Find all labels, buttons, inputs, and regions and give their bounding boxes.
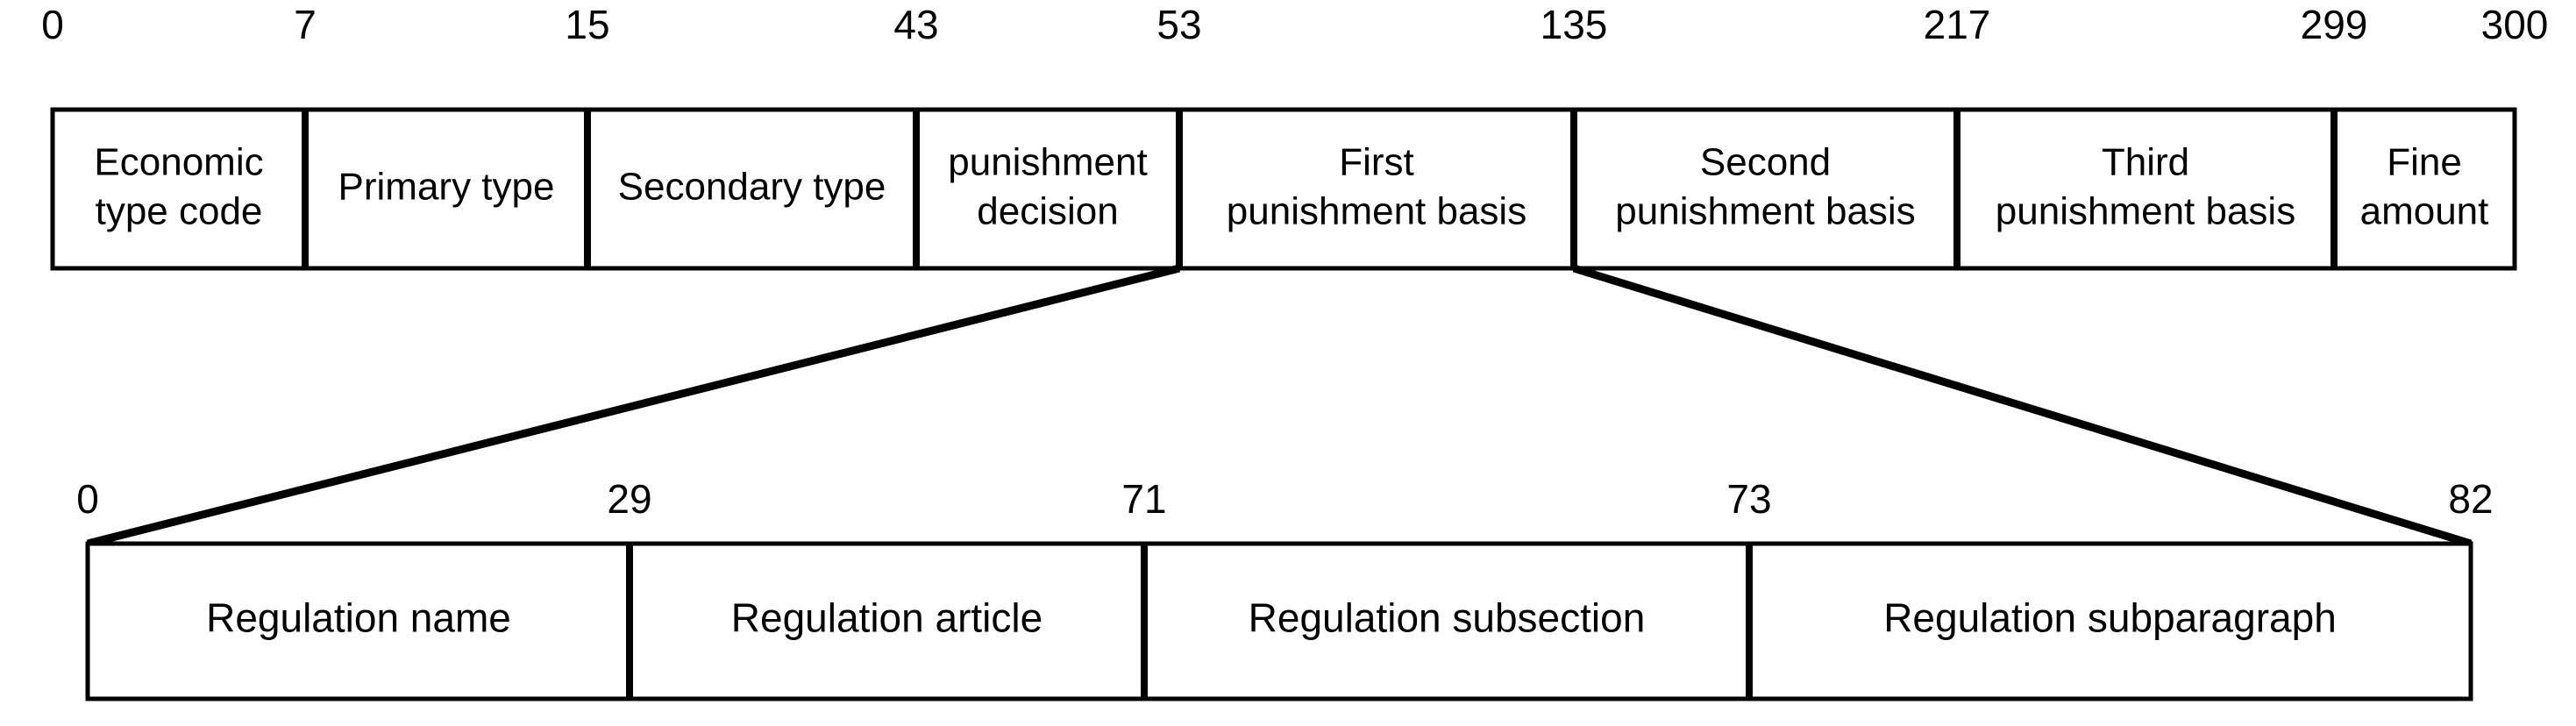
bottom-row-offset-ruler: 0 29 71 73 82	[76, 476, 2493, 522]
top-row-offset-label: 7	[294, 2, 317, 47]
bottom-row-field-label-line: Regulation article	[731, 595, 1042, 641]
top-row-field-label-line: punishment basis	[1227, 189, 1526, 232]
top-row-field-label: First punishment basis	[1227, 140, 1526, 232]
top-row-field-label-line: type code	[96, 189, 263, 232]
top-row-field-label-line: amount	[2360, 189, 2489, 232]
bottom-row-offset-label: 82	[2448, 476, 2493, 522]
top-row-field-label: Third punishment basis	[1996, 140, 2295, 232]
top-row-offset-label: 217	[1924, 2, 1991, 47]
top-row-field-box	[50, 107, 2517, 271]
top-row-field-label: punishment decision	[948, 140, 1147, 232]
top-row-field-label-line: punishment	[948, 140, 1147, 183]
top-row-offset-label: 53	[1156, 2, 1201, 47]
bottom-row-offset-label: 71	[1121, 476, 1166, 522]
bottom-row-field-labels: Regulation name Regulation article Regulat…	[206, 595, 2337, 641]
bottom-row-field-label: Regulation subsection	[1249, 595, 1646, 641]
bottom-row-field-label: Regulation name	[206, 595, 511, 641]
bottom-row-field-label-line: Regulation name	[206, 595, 511, 641]
bottom-row-field-label-line: Regulation subsection	[1249, 595, 1646, 641]
left-expansion-line	[86, 264, 1181, 548]
bottom-row-offset-label: 0	[76, 476, 99, 522]
top-row-field-label-line: Third	[2102, 140, 2189, 183]
top-row-field-label-line: Economic	[94, 140, 263, 183]
top-row-field-label-line: punishment basis	[1615, 189, 1915, 232]
top-row-offset-label: 135	[1541, 2, 1608, 47]
bottom-row-field-label: Regulation subparagraph	[1883, 595, 2337, 641]
top-row-field-label-line: decision	[977, 189, 1118, 232]
expansion-connector-lines	[86, 264, 2473, 548]
top-row-field-label-line: First	[1339, 140, 1414, 183]
top-row-field-label: Primary type	[338, 165, 555, 208]
top-row-field-label-line: Primary type	[338, 165, 555, 208]
bottom-row-offset-label: 29	[607, 476, 651, 522]
top-row-offset-label: 15	[565, 2, 609, 47]
top-row-field-label-line: Secondary type	[618, 165, 886, 208]
top-row-field-label-line: Fine	[2387, 140, 2462, 183]
top-row-offset-label: 0	[41, 2, 64, 47]
top-row-offset-label: 300	[2481, 2, 2549, 47]
top-row-offset-label: 43	[893, 2, 938, 47]
top-row-field-label-line: punishment basis	[1996, 189, 2295, 232]
top-row-field-label: Secondary type	[618, 165, 886, 208]
top-row-field-labels: Economic type code Primary type Secondary t…	[94, 140, 2488, 232]
bottom-row-box-outline	[85, 541, 2473, 701]
bottom-row-field-label-line: Regulation subparagraph	[1883, 595, 2337, 641]
top-row-offset-ruler: 0 7 15 43 53 135 217 299 300	[41, 2, 2548, 47]
top-row-field-label: Second punishment basis	[1615, 140, 1915, 232]
right-expansion-line	[1572, 264, 2473, 548]
bottom-row-field-label: Regulation article	[731, 595, 1042, 641]
top-row-box-outline	[50, 107, 2517, 271]
top-row-field-label-line: Second	[1700, 140, 1831, 183]
bottom-row-offset-label: 73	[1726, 476, 1771, 522]
top-row-field-label: Economic type code	[94, 140, 263, 232]
top-row-field-label: Fine amount	[2360, 140, 2489, 232]
top-row-offset-label: 299	[2301, 2, 2368, 47]
bottom-row-field-box	[85, 541, 2473, 701]
